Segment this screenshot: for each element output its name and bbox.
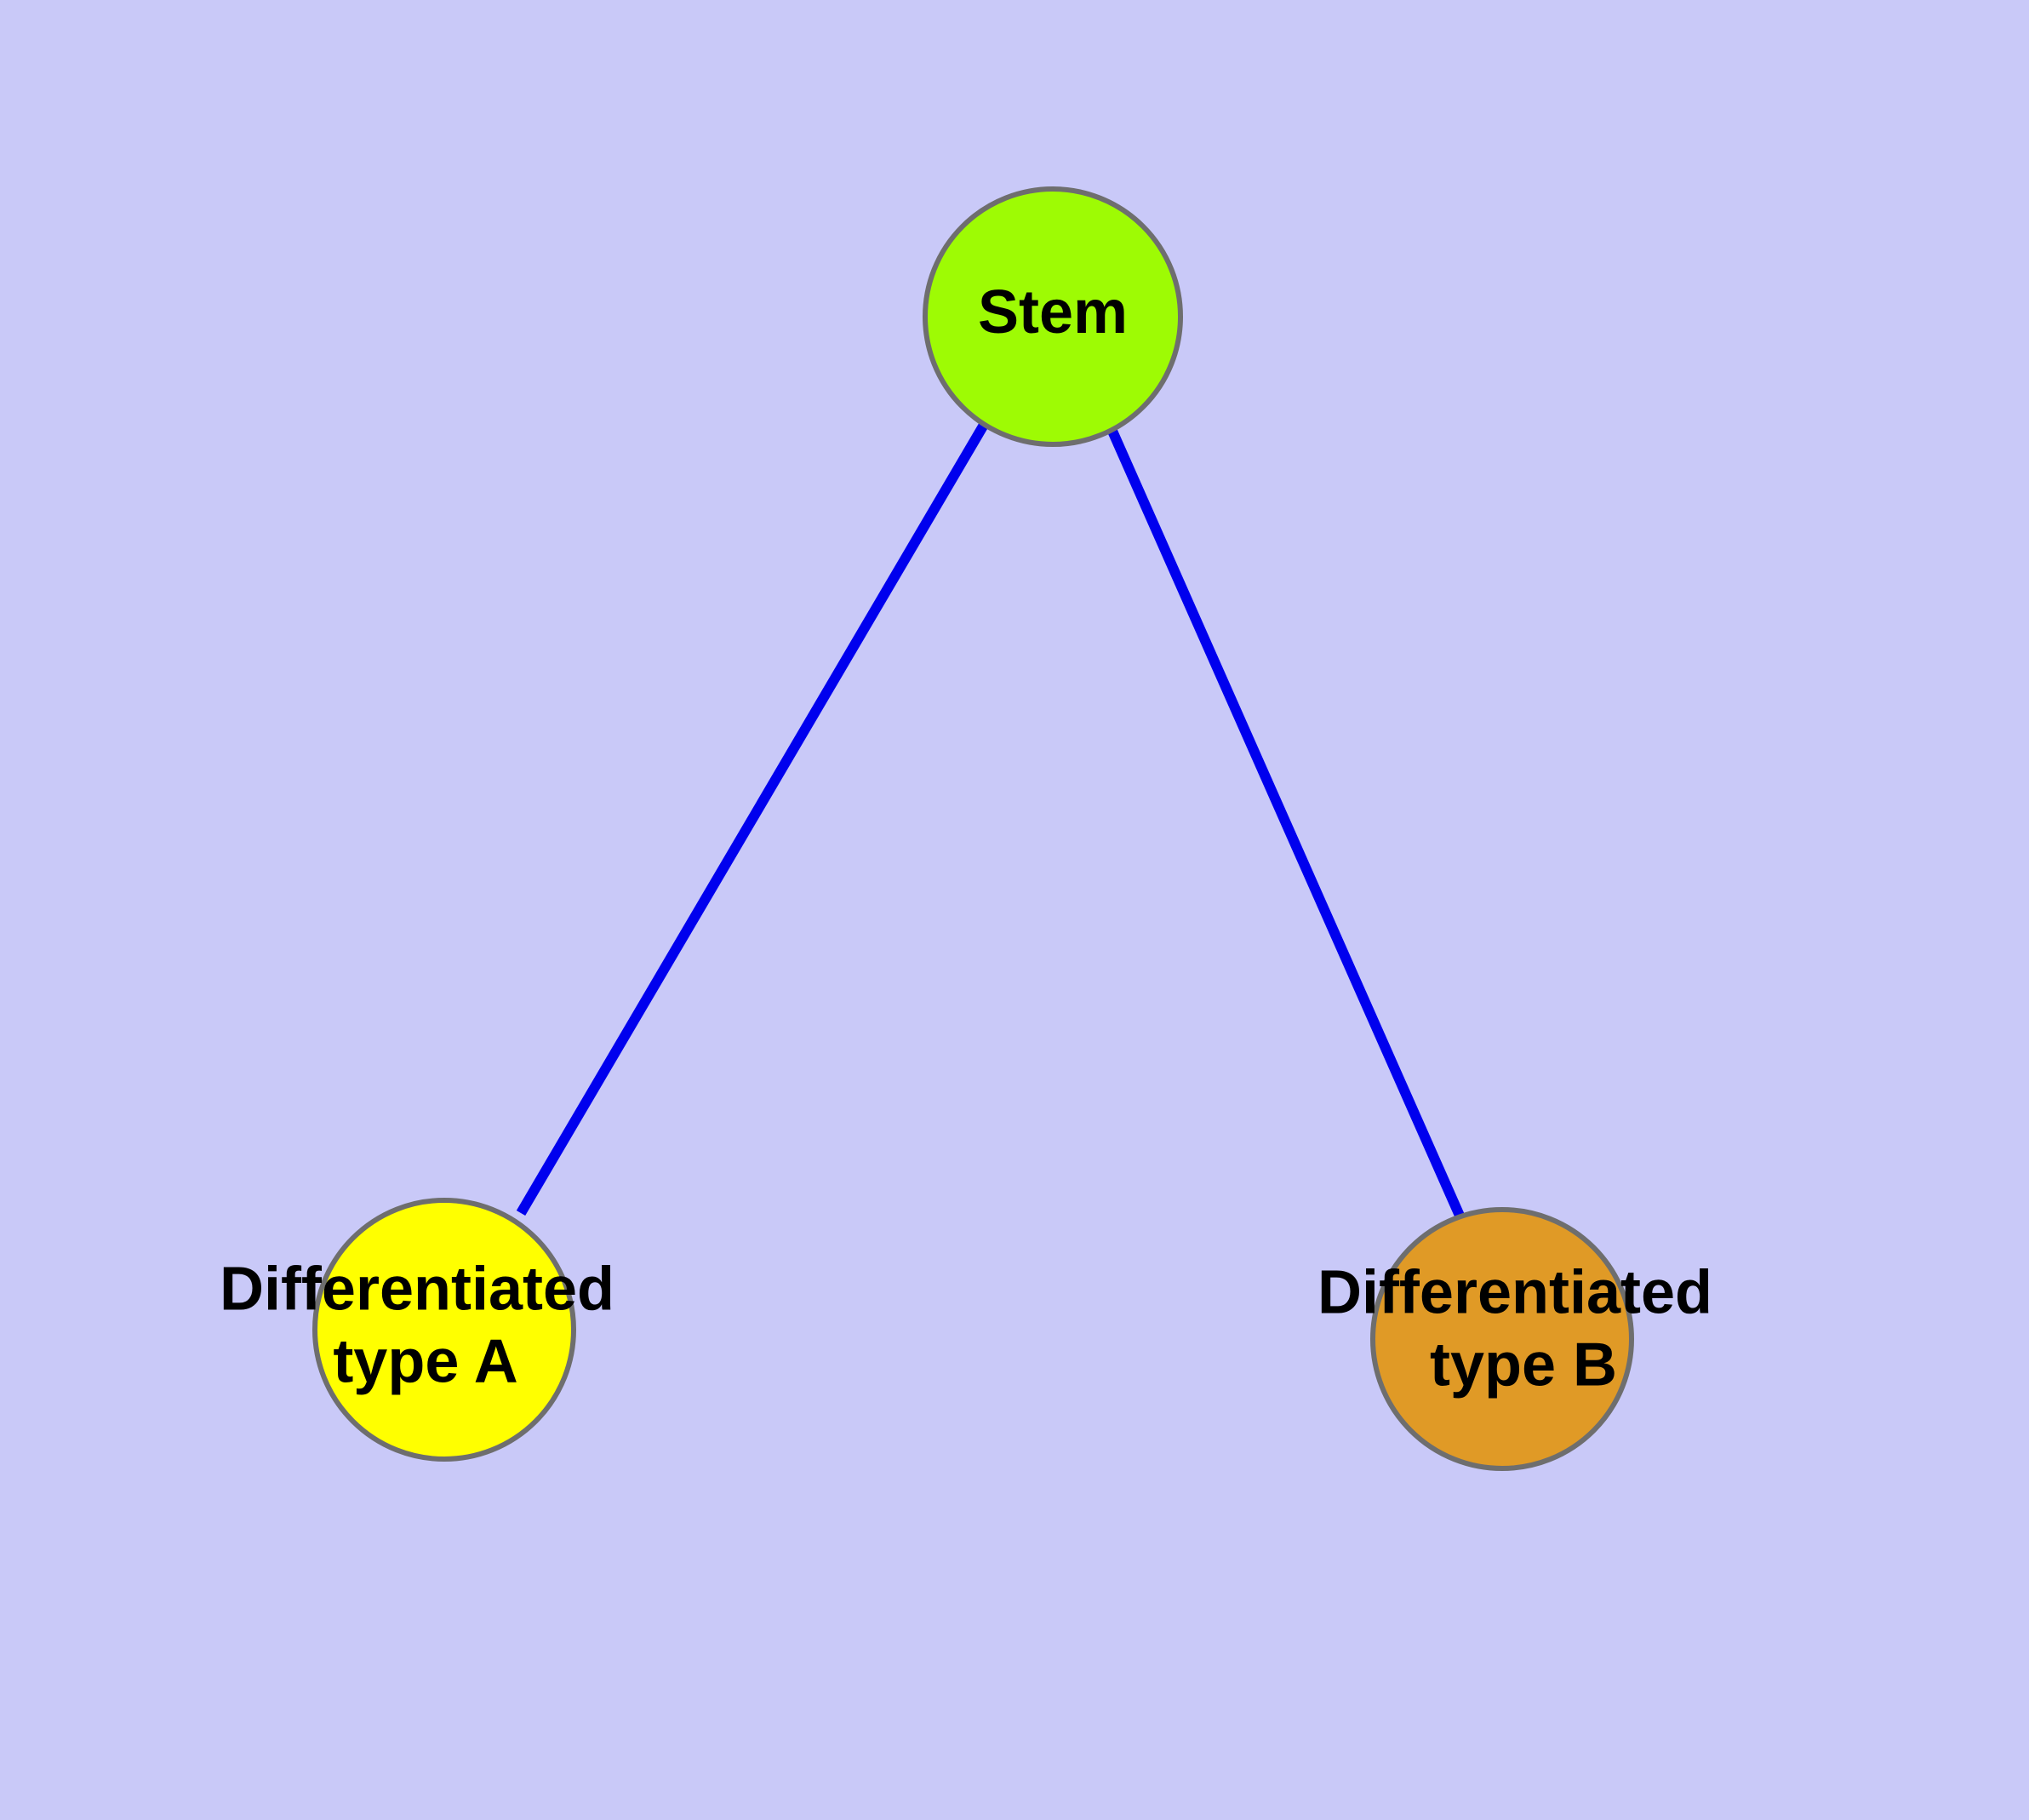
node-differentiated-type-b[interactable] [1370, 1207, 1634, 1471]
edge-stem-to-differentiated-type-a [516, 421, 989, 1216]
edge-stem-to-differentiated-type-b [1106, 426, 1465, 1218]
node-differentiated-type-a[interactable] [312, 1198, 576, 1462]
node-label-differentiated-type-b: Differentiated type B [1317, 1259, 1729, 1399]
node-stem[interactable] [923, 186, 1183, 447]
labels-layer: Stem Differentiated type A Differentiate… [220, 278, 1729, 1399]
edges-layer [516, 421, 1465, 1218]
node-label-differentiated-type-a: Differentiated type A [220, 1256, 632, 1396]
node-label-stem: Stem [978, 278, 1128, 346]
nodes-layer [312, 186, 1634, 1471]
